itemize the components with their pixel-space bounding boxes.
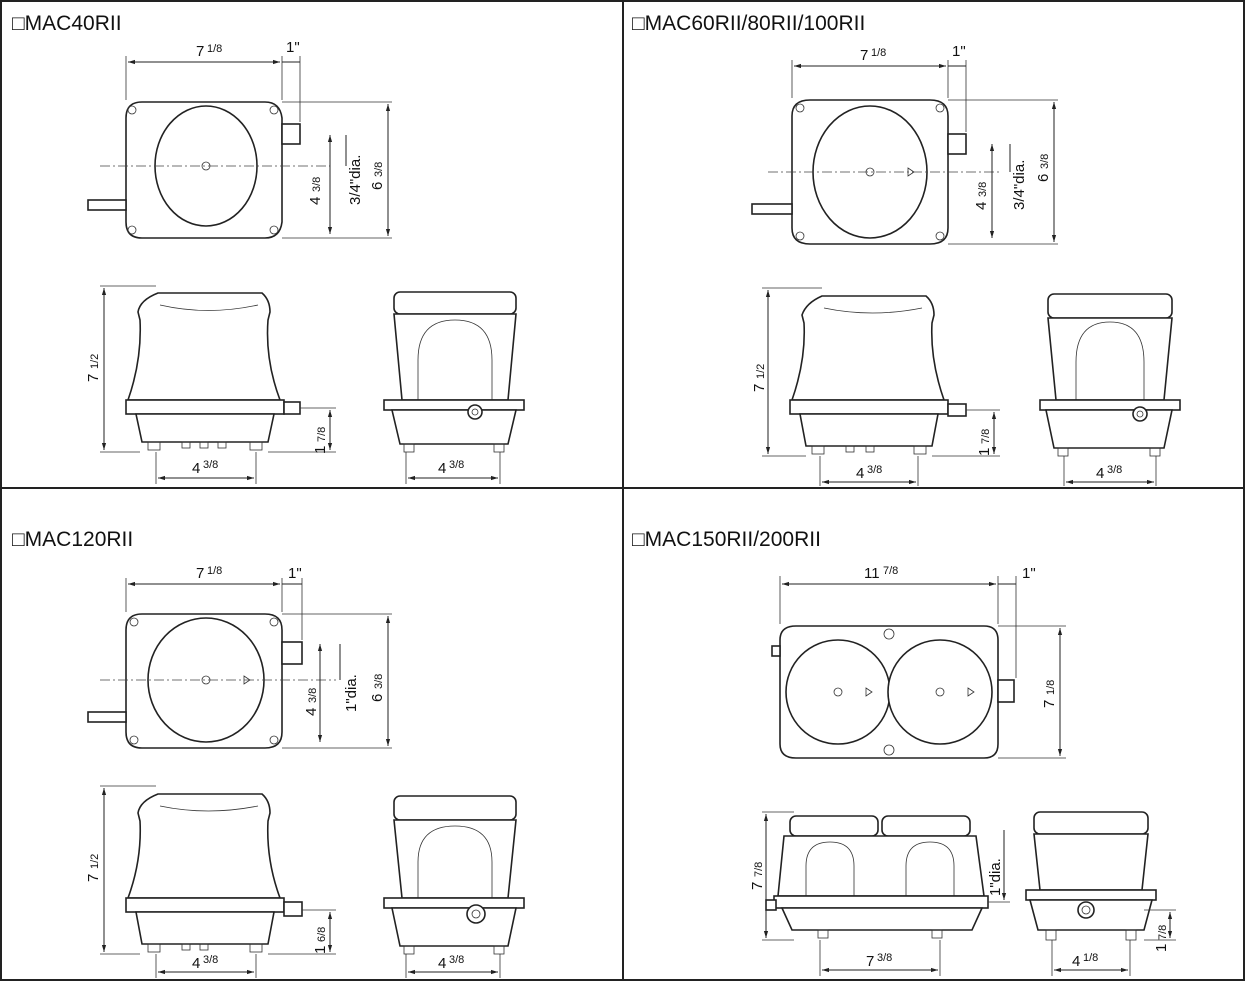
front-outlet-height-value: 1 bbox=[312, 446, 329, 454]
top-width-fraction: 1/8 bbox=[207, 565, 222, 577]
front-view: 7 1/2 1 6/8 4 3/8 bbox=[85, 785, 336, 978]
top-outlet-value: 1" bbox=[286, 39, 300, 56]
front-feet-fraction: 3/8 bbox=[203, 459, 218, 471]
side-feet-value: 4 bbox=[438, 955, 446, 972]
front-feet-fraction: 3/8 bbox=[867, 464, 882, 476]
front-height-value: 7 bbox=[85, 374, 102, 382]
front-height-fraction: 1/2 bbox=[755, 364, 767, 379]
top-width-fraction: 1/8 bbox=[871, 47, 886, 59]
top-width-value: 11 bbox=[864, 565, 880, 582]
top-view: 11 7/8 1" 7 1/8 bbox=[771, 565, 1066, 759]
front-height-value: 7 bbox=[751, 384, 768, 392]
top-view: 7 1/8 1" 4 3/8 3/4"dia. 6 3/8 bbox=[751, 43, 1058, 245]
top-depth-value: 6 bbox=[1035, 174, 1052, 182]
front-view: 7 1/2 1 7/8 4 3/8 bbox=[85, 285, 336, 484]
top-width-value: 7 bbox=[196, 565, 204, 582]
side-view: 4 3/8 bbox=[383, 291, 525, 484]
front-height-fraction: 1/2 bbox=[89, 854, 101, 869]
top-center-fraction: 3/8 bbox=[311, 177, 323, 192]
top-depth-fraction: 1/8 bbox=[1045, 680, 1057, 695]
top-depth-value: 6 bbox=[369, 182, 386, 190]
side-feet-fraction: 3/8 bbox=[449, 954, 464, 966]
front-height-fraction: 1/2 bbox=[89, 354, 101, 369]
front-height-value: 7 bbox=[85, 874, 102, 882]
front-outlet-height-value: 1 bbox=[312, 946, 329, 954]
top-center-value: 4 bbox=[303, 708, 320, 716]
panel-title: □MAC40RII bbox=[12, 12, 122, 35]
front-feet-fraction: 3/8 bbox=[203, 954, 218, 966]
top-center-value: 4 bbox=[973, 202, 990, 210]
panel-title: □MAC120RII bbox=[12, 528, 133, 551]
front-outlet-height-fraction: 6/8 bbox=[316, 927, 328, 942]
side-feet-value: 4 bbox=[1096, 465, 1104, 482]
top-outlet-value: 1" bbox=[1022, 565, 1036, 582]
top-hose-dia: 3/4"dia. bbox=[347, 155, 364, 205]
side-outlet-height-value: 1 bbox=[1153, 944, 1170, 952]
front-feet-fraction: 3/8 bbox=[877, 952, 892, 964]
top-width-fraction: 7/8 bbox=[883, 565, 898, 577]
front-height-fraction: 7/8 bbox=[753, 862, 765, 877]
side-feet-fraction: 3/8 bbox=[449, 459, 464, 471]
side-feet-fraction: 1/8 bbox=[1083, 952, 1098, 964]
top-width-fraction: 1/8 bbox=[207, 43, 222, 55]
front-view: 7 7/8 1"dia. 7 3/8 bbox=[749, 811, 1010, 976]
top-center-fraction: 3/8 bbox=[307, 688, 319, 703]
front-height-value: 7 bbox=[749, 882, 766, 890]
top-depth-value: 7 bbox=[1041, 700, 1058, 708]
top-depth-fraction: 3/8 bbox=[1039, 154, 1051, 169]
top-view: 7 1/8 1" 4 3/8 3/4"dia. 6 3/8 bbox=[87, 39, 392, 239]
front-feet-value: 4 bbox=[192, 460, 200, 477]
front-outlet-height-fraction: 7/8 bbox=[316, 427, 328, 442]
panel-mac150rii-200rii: □MAC150RII/200RII 11 7/8 1" 7 1/8 bbox=[632, 528, 1176, 976]
panel-mac40rii: □MAC40RII 7 1/8 1" 4 bbox=[12, 12, 525, 484]
panel-title: □MAC60RII/80RII/100RII bbox=[632, 12, 865, 35]
panel-mac120rii: □MAC120RII 7 1/8 1" 4 3/8 bbox=[12, 528, 525, 978]
top-depth-value: 6 bbox=[369, 694, 386, 702]
panel-mac60rii-80rii-100rii: □MAC60RII/80RII/100RII 7 1/8 1" 4 bbox=[632, 12, 1181, 486]
top-hose-dia: 3/4"dia. bbox=[1011, 160, 1028, 210]
side-feet-value: 4 bbox=[1072, 953, 1080, 970]
side-feet-fraction: 3/8 bbox=[1107, 464, 1122, 476]
side-outlet-height-fraction: 7/8 bbox=[1157, 925, 1169, 940]
front-outlet-height-fraction: 7/8 bbox=[980, 429, 992, 444]
side-feet-value: 4 bbox=[438, 460, 446, 477]
panel-title: □MAC150RII/200RII bbox=[632, 528, 821, 551]
side-view: 4 3/8 bbox=[383, 795, 525, 978]
top-depth-fraction: 3/8 bbox=[373, 674, 385, 689]
top-outlet-value: 1" bbox=[952, 43, 966, 60]
top-center-fraction: 3/8 bbox=[977, 182, 989, 197]
side-view: 4 3/8 bbox=[1039, 293, 1181, 486]
top-hose-dia: 1"dia. bbox=[343, 674, 360, 712]
top-view: 7 1/8 1" 4 3/8 1"dia. 6 3/8 bbox=[87, 565, 392, 749]
front-feet-value: 7 bbox=[866, 953, 874, 970]
top-width-value: 7 bbox=[196, 43, 204, 60]
front-view: 7 1/2 1 7/8 4 3/8 bbox=[751, 287, 1000, 486]
side-view: 4 1/8 1 7/8 bbox=[1025, 811, 1176, 976]
front-outlet-height-value: 1 bbox=[976, 448, 993, 456]
front-feet-value: 4 bbox=[856, 465, 864, 482]
top-width-value: 7 bbox=[860, 47, 868, 64]
top-outlet-value: 1" bbox=[288, 565, 302, 582]
top-center-value: 4 bbox=[307, 197, 324, 205]
top-depth-fraction: 3/8 bbox=[373, 162, 385, 177]
front-hose-dia: 1"dia. bbox=[987, 858, 1004, 896]
front-feet-value: 4 bbox=[192, 955, 200, 972]
